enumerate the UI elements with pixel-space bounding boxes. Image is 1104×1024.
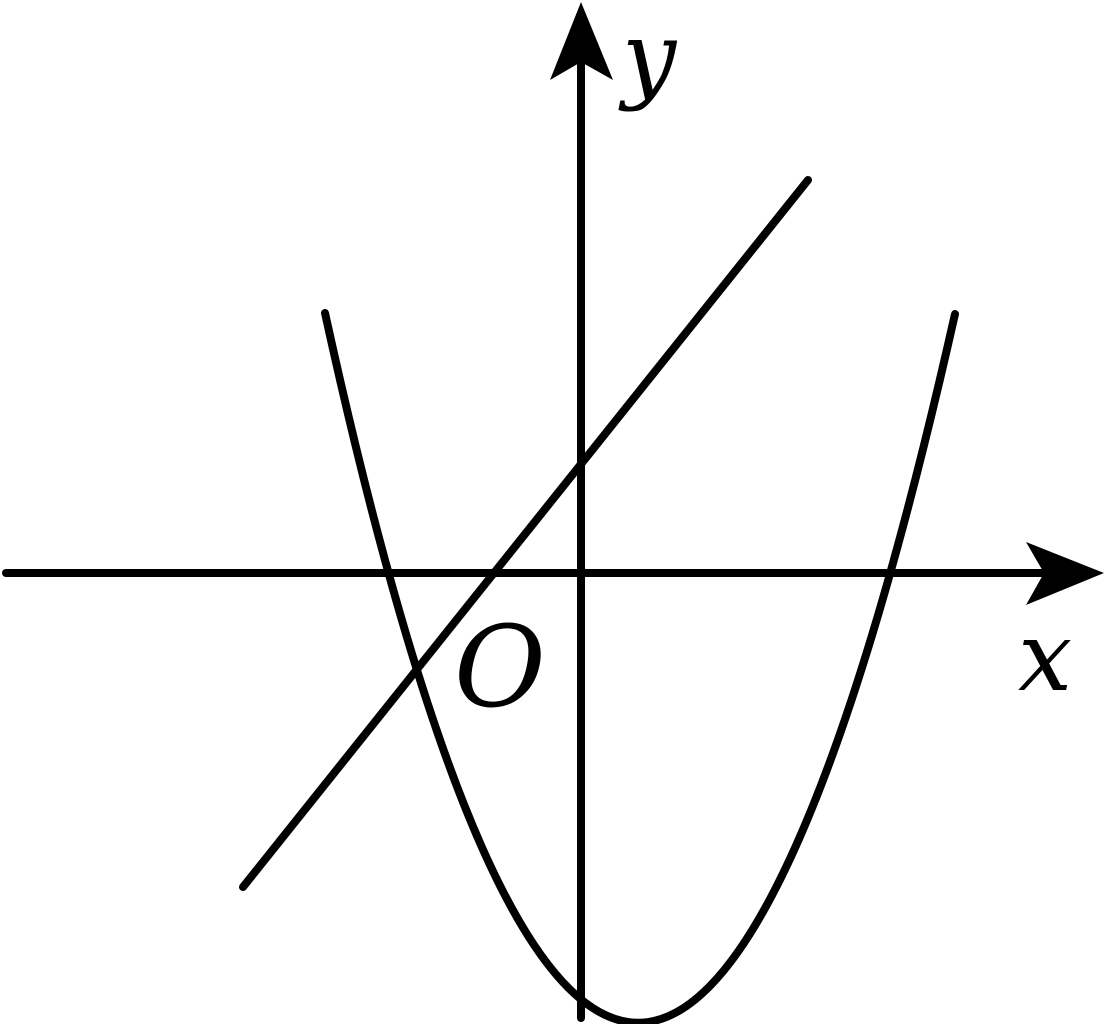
y-axis-arrowhead [550,2,613,80]
y-axis-label: y [618,1,678,113]
origin-label: O [454,603,546,733]
straight-line [239,176,812,891]
parabola-curve [321,309,959,1024]
x-axis-arrowhead [1026,542,1104,605]
x-axis-label: x [1018,601,1072,713]
